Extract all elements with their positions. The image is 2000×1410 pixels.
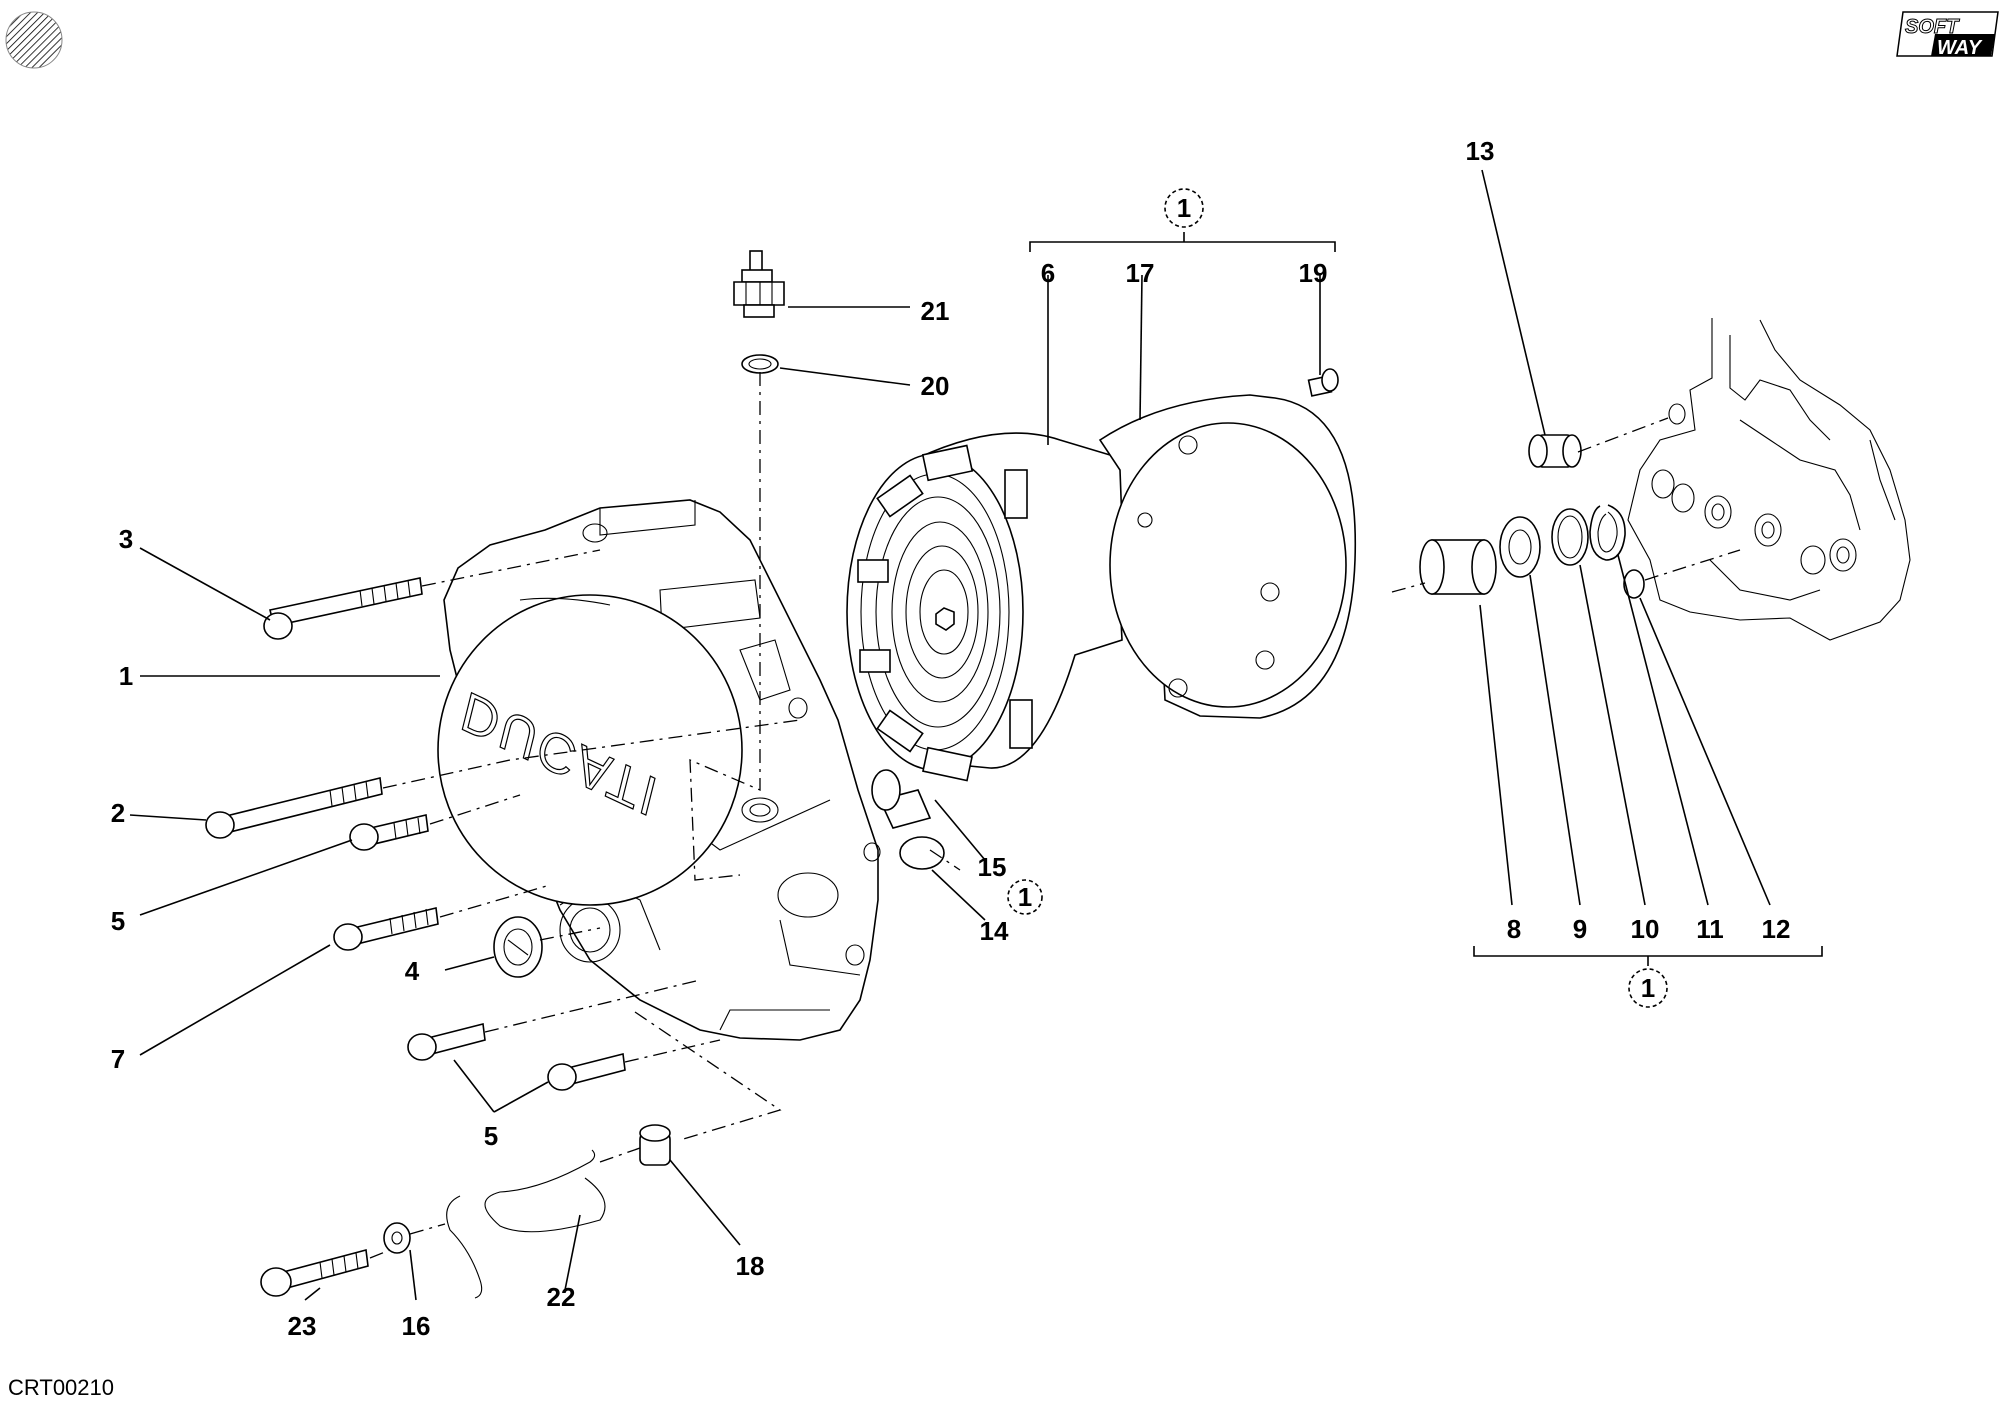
washer-16 bbox=[383, 1222, 411, 1254]
seal-9 bbox=[1499, 516, 1541, 578]
callout-10: 10 bbox=[1631, 914, 1660, 944]
leader-lines bbox=[129, 169, 1771, 1301]
clutch-outer-cover bbox=[1098, 394, 1357, 719]
callout-13: 13 bbox=[1466, 136, 1495, 166]
callout-19: 19 bbox=[1299, 258, 1328, 288]
clutch-drum bbox=[846, 432, 1166, 782]
temperature-sensor-21 bbox=[733, 250, 785, 318]
callout-6: 6 bbox=[1041, 258, 1055, 288]
group-bracket-top: 1 bbox=[1029, 188, 1336, 252]
crankcase-outline bbox=[1627, 318, 1911, 641]
callout-2: 2 bbox=[111, 798, 125, 828]
callout-4: 4 bbox=[405, 956, 420, 986]
oil-filler-plug-15 bbox=[871, 769, 932, 829]
callout-12: 12 bbox=[1762, 914, 1791, 944]
group-marker-right-label: 1 bbox=[1641, 973, 1655, 1003]
group-marker-right bbox=[1628, 968, 1668, 1008]
bushing-8 bbox=[1419, 539, 1497, 595]
bolt-2 bbox=[205, 777, 383, 839]
callout-17: 17 bbox=[1126, 258, 1155, 288]
bolt-23 bbox=[260, 1248, 369, 1297]
callout-11: 11 bbox=[1696, 914, 1724, 944]
softway-logo-top: SOFT bbox=[1905, 16, 1960, 38]
group-bracket-right: 1 bbox=[1473, 946, 1823, 1008]
callout-numbers: 1 2 3 4 5 5 6 7 8 9 10 11 12 13 14 15 16… bbox=[111, 136, 1791, 1341]
hose-clip-22 bbox=[446, 1149, 606, 1299]
o-ring-12 bbox=[1623, 569, 1645, 599]
callout-1: 1 bbox=[119, 661, 133, 691]
callout-23: 23 bbox=[288, 1311, 317, 1341]
bushing-13 bbox=[1528, 434, 1582, 468]
callout-5b: 5 bbox=[484, 1121, 498, 1151]
ring-10 bbox=[1551, 508, 1589, 566]
callout-15: 15 bbox=[978, 852, 1007, 882]
callout-18: 18 bbox=[736, 1251, 765, 1281]
callout-5a: 5 bbox=[111, 906, 125, 936]
softway-logo-bottom: WAY bbox=[1937, 37, 1983, 59]
callout-22: 22 bbox=[547, 1282, 576, 1312]
callout-16: 16 bbox=[402, 1311, 431, 1341]
bolt-5-lower-b bbox=[547, 1053, 626, 1091]
seal-4 bbox=[493, 916, 543, 978]
callout-20: 20 bbox=[921, 371, 950, 401]
bolt-3 bbox=[263, 577, 423, 640]
clutch-cover-dome bbox=[437, 594, 743, 906]
drawing-code: CRT00210 bbox=[8, 1375, 114, 1400]
callout-14: 14 bbox=[980, 916, 1009, 946]
group-marker-oil-plug: 1 bbox=[1007, 879, 1043, 915]
catalog-emblem-icon bbox=[5, 11, 63, 69]
group-marker-top-label: 1 bbox=[1177, 193, 1191, 223]
spacer-18 bbox=[639, 1124, 671, 1166]
o-ring-14 bbox=[899, 836, 945, 870]
bolt-19 bbox=[1307, 368, 1339, 397]
group-marker-top bbox=[1164, 188, 1204, 228]
bolt-7 bbox=[333, 907, 439, 951]
callout-3: 3 bbox=[119, 524, 133, 554]
circlip-11 bbox=[1589, 504, 1626, 561]
svg-text:1: 1 bbox=[1018, 882, 1032, 912]
sealing-washer-20 bbox=[741, 354, 779, 374]
callout-7: 7 bbox=[111, 1044, 125, 1074]
callout-8: 8 bbox=[1507, 914, 1521, 944]
assembly-lines bbox=[369, 372, 1741, 1259]
callout-21: 21 bbox=[921, 296, 950, 326]
callout-9: 9 bbox=[1573, 914, 1587, 944]
bolt-5-lower-a bbox=[407, 1023, 486, 1061]
softway-logo: SOFT WAY bbox=[1896, 11, 1999, 59]
bolt-5-upper bbox=[349, 814, 429, 851]
